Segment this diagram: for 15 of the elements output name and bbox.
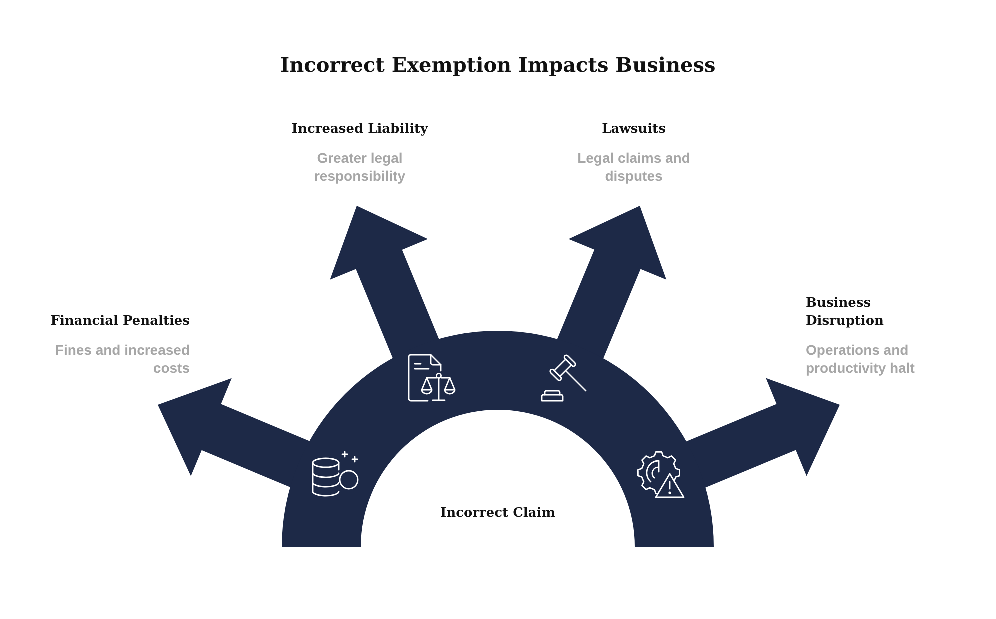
half-ring-shape <box>282 331 714 547</box>
node-heading: Lawsuits <box>602 121 666 139</box>
node-description: Greater legal responsibility <box>313 149 407 185</box>
block-arrow <box>684 378 840 489</box>
node-heading: Increased Liability <box>292 121 428 139</box>
block-arrow <box>158 378 312 488</box>
node-description: Legal claims and disputes <box>576 149 692 185</box>
node-description: Operations and productivity halt <box>806 341 916 377</box>
title: Incorrect Exemption Impacts Business <box>280 52 716 78</box>
block-arrow <box>556 206 667 361</box>
node-heading: Financial Penalties <box>50 313 190 331</box>
node-label: Incorrect Claim <box>440 505 556 523</box>
node-description: Fines and increased costs <box>54 341 190 377</box>
block-arrow <box>330 206 440 361</box>
node-heading: Business Disruption <box>806 295 885 331</box>
